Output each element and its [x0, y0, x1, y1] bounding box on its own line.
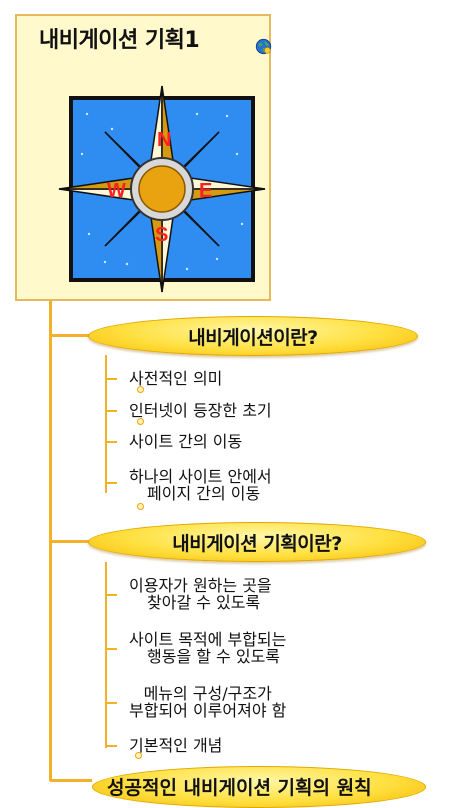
root-topic-title: 내비게이션 기획1 — [39, 28, 200, 53]
globe-icon[interactable] — [255, 38, 272, 55]
topic-navigation-definition[interactable]: 내비게이션이란? — [88, 316, 418, 356]
subtopic-tick — [105, 410, 117, 412]
subtopic-branch-line — [105, 355, 107, 493]
topic-connector — [50, 540, 90, 543]
compass-west-label: W — [107, 180, 126, 202]
compass-east-label: E — [199, 180, 212, 202]
topic-navigation-principles[interactable]: 성공적인 내비게이션 기획의 원칙 — [92, 766, 426, 808]
topic-connector — [50, 334, 90, 337]
subtopic-tick — [105, 482, 117, 484]
compass-south-label: S — [155, 224, 168, 246]
subtopic-tick — [105, 378, 117, 380]
subtopic-bullet — [135, 752, 142, 759]
subtopic-item[interactable]: 사이트 간의 이동 — [129, 432, 243, 451]
subtopic-branch-line — [105, 562, 107, 748]
subtopic-tick — [105, 702, 117, 704]
subtopic-bullet — [137, 503, 144, 510]
subtopic-tick — [105, 441, 117, 443]
subtopic-item[interactable]: 사전적인 의미 — [129, 369, 223, 388]
subtopic-item[interactable]: 기본적인 개념 — [129, 736, 223, 755]
compass-rose-icon: N E S W — [58, 85, 266, 293]
compass-north-label: N — [157, 129, 171, 151]
subtopic-item[interactable]: 인터넷이 등장한 초기 — [129, 401, 272, 420]
subtopic-tick — [105, 594, 117, 596]
subtopic-bullet — [137, 386, 144, 393]
subtopic-tick — [105, 745, 117, 747]
root-topic-card[interactable]: 내비게이션 기획1 — [15, 14, 272, 301]
subtopic-bullet — [137, 418, 144, 425]
topic-navigation-planning[interactable]: 내비게이션 기획이란? — [88, 522, 426, 562]
subtopic-tick — [105, 648, 117, 650]
